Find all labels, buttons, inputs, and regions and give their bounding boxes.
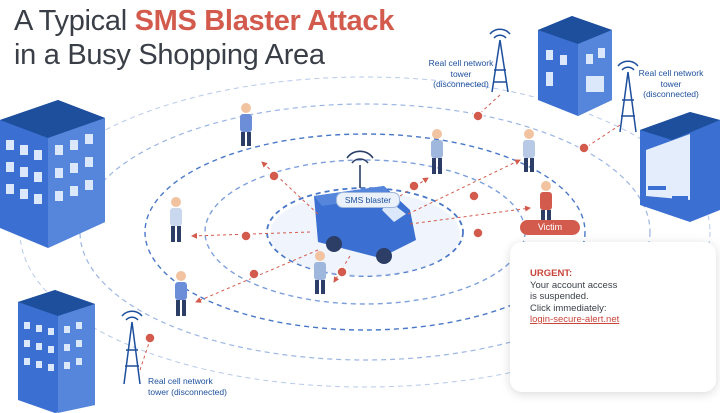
title-line1-prefix: A Typical [14,5,135,37]
phishing-message: URGENT: Your account access is suspended… [530,268,619,326]
title-line2: in a Busy Shopping Area [14,39,325,71]
message-line-1: Your account access [530,279,618,291]
phishing-message-card [510,242,716,392]
message-line-2: is suspended. [530,291,589,302]
tower-label-right: Real cell network tower (disconnected) [638,68,704,99]
person-icon [431,129,443,174]
person-icon [314,251,326,294]
office-building-bottom-left [18,290,95,413]
title-line1-accent: SMS Blaster Attack [134,5,395,37]
office-building-left [0,100,105,248]
person-icon [175,271,187,316]
phishing-link[interactable]: login-secure-alert.net [530,314,620,325]
cell-tower-icon [121,310,143,385]
cell-tower-icon [489,28,511,93]
victim-badge: Victim [520,220,580,235]
tower-label-top: Real cell network tower (disconnected) [428,58,494,89]
cafe-building-right [640,112,720,222]
victim-person-icon [540,181,552,222]
envelope-icon [144,110,590,344]
tower-label-bottom: Real cell network tower (disconnected) [148,376,227,397]
person-icon [523,129,535,172]
van-label: SMS blaster [336,192,400,208]
message-heading: URGENT: [530,268,573,279]
message-line-3: Click immediately: [530,302,607,314]
page-title: A Typical SMS Blaster Attack in a Busy S… [14,4,394,72]
person-icon [240,103,252,146]
shop-building-top-right [538,16,612,116]
cell-tower-icon [617,60,639,133]
person-icon [170,197,182,242]
